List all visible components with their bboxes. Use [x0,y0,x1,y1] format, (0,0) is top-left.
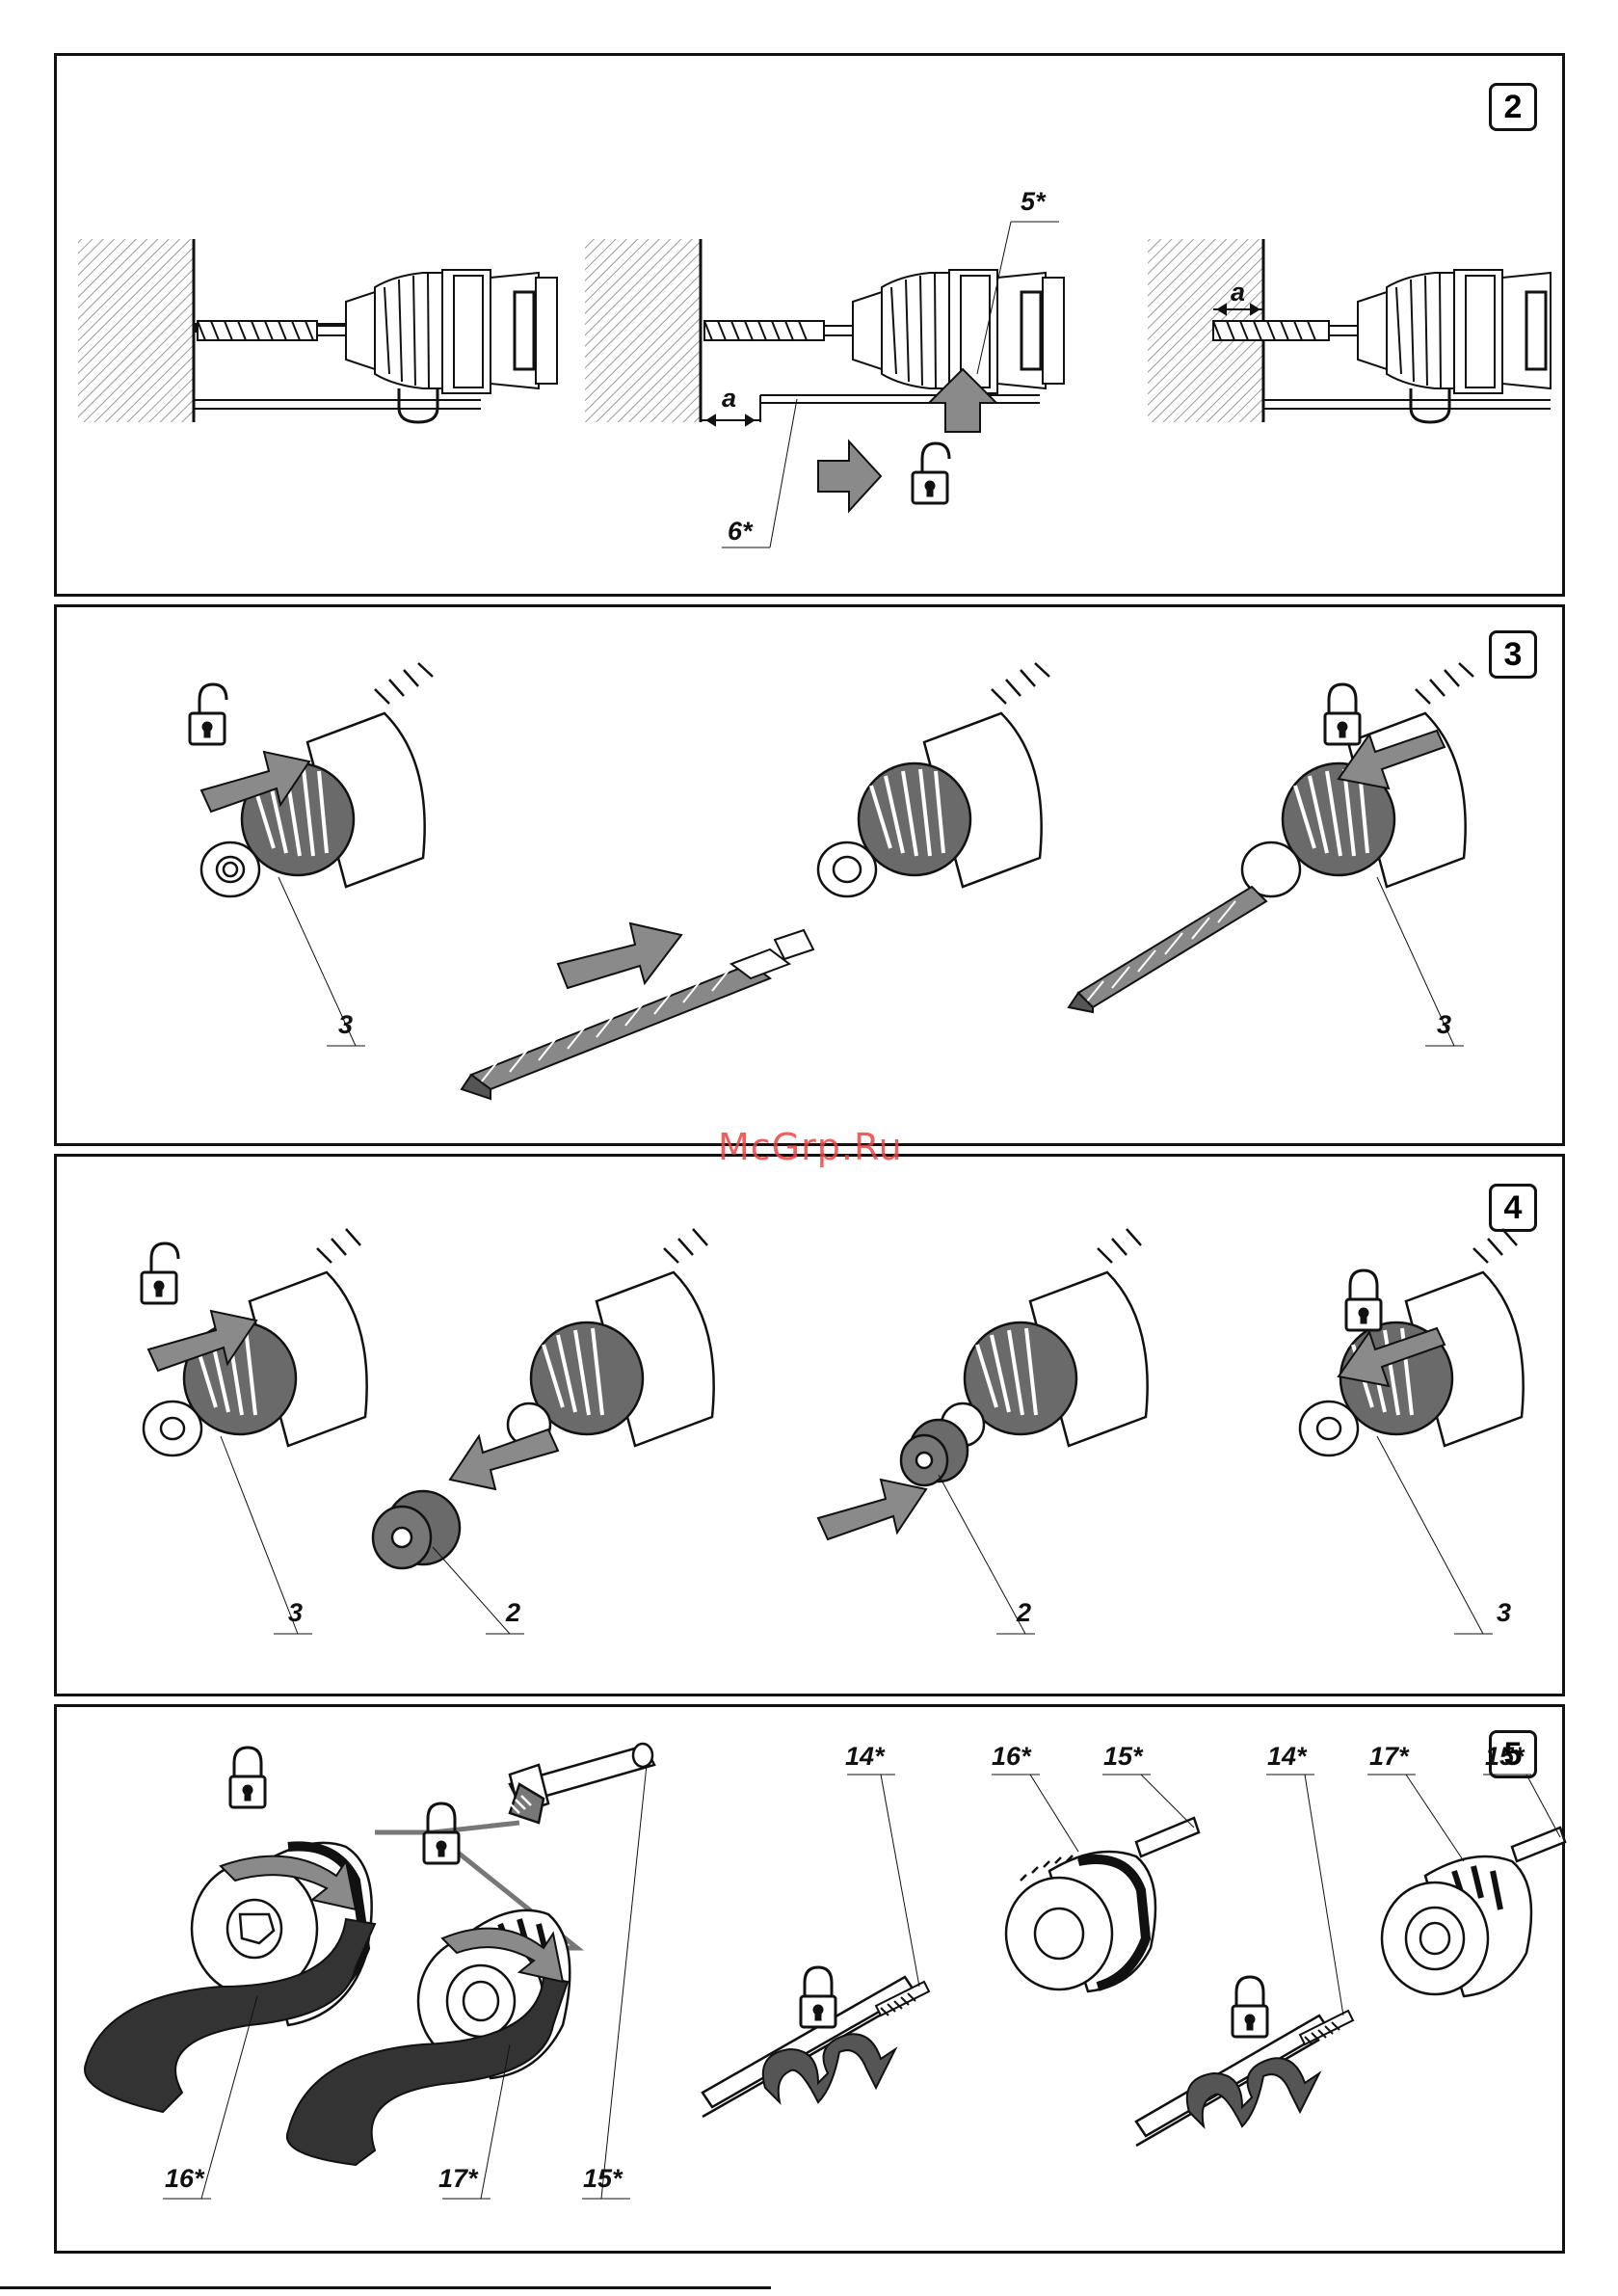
label-3-last: 3 [1497,1598,1511,1628]
dust-cap-installed [901,1420,968,1485]
lock-icon [1325,684,1360,744]
panel-5-illustration [57,1707,1568,2256]
twist-arrow-screw-1 [763,2034,895,2102]
panel-5: 5 [54,1704,1565,2254]
panel-4: 4 [54,1154,1565,1696]
label-15-left: 15* [583,2164,623,2194]
pull-arrow-2 [450,1429,558,1489]
arrow-right [818,441,881,511]
drill-2 [701,270,1064,425]
chuck-middle [818,663,1049,896]
footer-divider [0,2286,771,2289]
label-17-right: 17* [1369,1742,1409,1772]
panel-3: 3 [54,604,1565,1146]
panel-2: 2 [54,53,1565,597]
label-2-second: 2 [1017,1598,1031,1628]
drill-1 [194,270,557,422]
lock-icon [424,1803,459,1863]
label-3-right: 3 [1437,1010,1451,1040]
wall-1 [78,239,194,422]
twist-arrow-screw-2 [1187,2058,1319,2126]
label-3-first: 3 [288,1598,303,1628]
label-17-left: 17* [438,2164,478,2194]
label-14-mid: 14* [845,1742,885,1772]
keyless-chuck-17-small [1382,1828,1565,1996]
label-16-left: 16* [165,2164,204,2194]
chuck-2 [508,1229,714,1446]
keyed-chuck-16-small [1006,1818,1199,1991]
label-a-left: a [722,384,736,414]
label-5: 5* [1021,187,1046,217]
label-6: 6* [728,517,753,547]
unlock-icon [190,684,226,744]
unlock-icon [142,1243,178,1303]
chuck-3 [942,1229,1148,1446]
label-15-mid: 15* [1103,1742,1143,1772]
wall-2 [585,239,701,422]
adapter-15 [510,1744,654,1823]
lock-icon [1233,1977,1267,2037]
dust-cap-removed [373,1491,460,1568]
label-3-left: 3 [338,1010,353,1040]
unlock-icon [913,443,949,503]
label-16-mid: 16* [992,1742,1031,1772]
panel-4-illustration [57,1157,1568,1699]
watermark: McGrp.Ru [718,1126,903,1168]
push-arrow-middle [558,923,681,988]
drill-bit-right [1069,887,1266,1012]
lock-icon [1346,1270,1381,1330]
label-14-right: 14* [1267,1742,1307,1772]
label-2-first: 2 [506,1598,520,1628]
lock-icon [801,1967,836,2027]
label-15-right: 15* [1485,1742,1525,1772]
lock-icon [230,1748,265,1807]
label-a-right: a [1231,278,1245,307]
push-arrow-3 [818,1480,926,1539]
panel-3-illustration [57,607,1568,1149]
panel-2-illustration [57,56,1568,600]
